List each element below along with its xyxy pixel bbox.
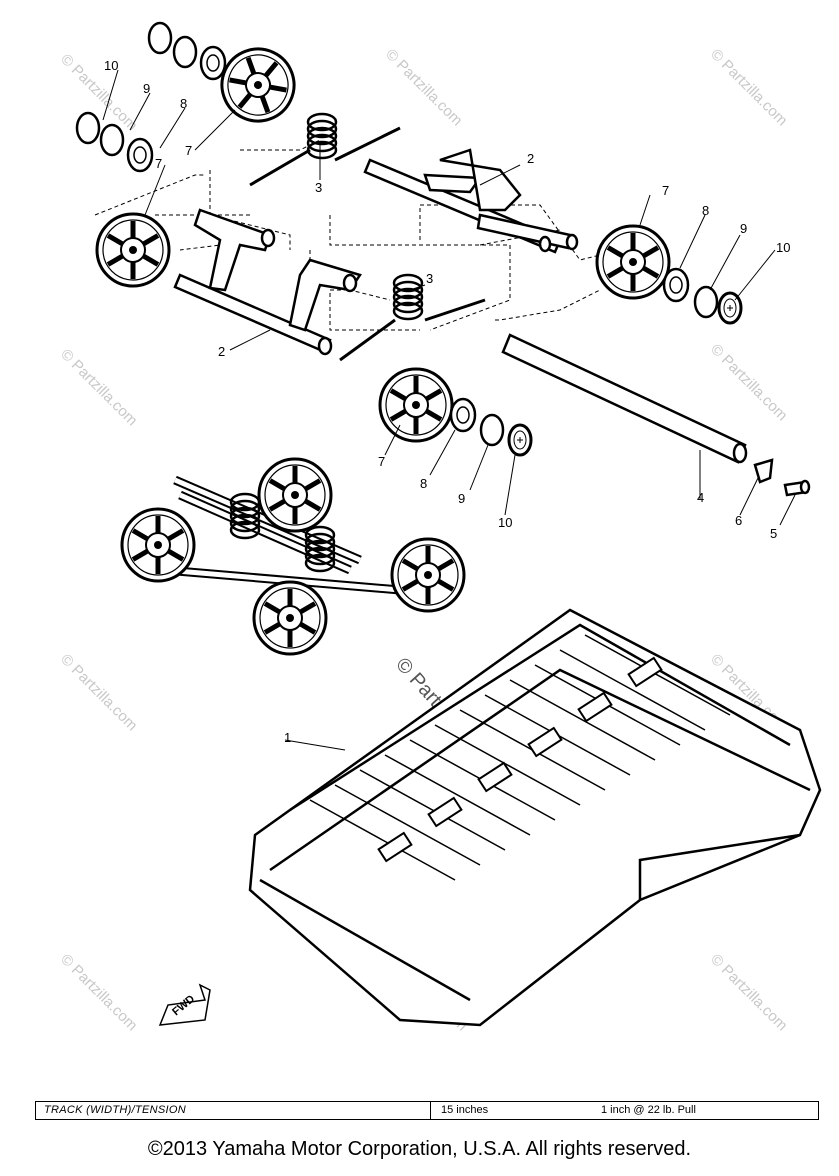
callout-4: 4 [697, 490, 704, 505]
shaft-assembly [501, 333, 811, 497]
callout-2: 2 [527, 151, 534, 166]
suspension-arm-upper [363, 148, 579, 254]
watermark: © Partzilla.com [707, 951, 790, 1034]
callout-5: 5 [770, 526, 777, 541]
spec-width: 15 inches [441, 1104, 489, 1116]
callout-1: 1 [284, 730, 291, 745]
callout-6: 6 [735, 513, 742, 528]
watermark: © Partzilla.com [707, 341, 790, 424]
callout-9: 9 [740, 221, 747, 236]
spec-label: TRACK (WIDTH)/TENSION [36, 1102, 431, 1119]
track [248, 608, 822, 1027]
fwd-arrow-icon: FWD [158, 983, 211, 1026]
springs [249, 112, 486, 362]
callout-numbers: 10 9 8 7 7 3 2 7 8 9 10 3 2 7 8 9 10 4 6… [104, 58, 790, 745]
callout-2: 2 [218, 344, 225, 359]
callout-10: 10 [776, 240, 790, 255]
exploded-parts-diagram: © Partzilla.com © Partzilla.com © Partzi… [57, 21, 822, 1034]
assembly-guide-lines [94, 139, 601, 331]
copyright-notice: ©2013 Yamaha Motor Corporation, U.S.A. A… [147, 1138, 692, 1160]
callout-8: 8 [420, 476, 427, 491]
watermark: © Partzilla.com [57, 951, 140, 1034]
callout-3: 3 [315, 180, 322, 195]
assembled-suspension [122, 459, 464, 654]
callout-9: 9 [143, 81, 150, 96]
track-spec-table: TRACK (WIDTH)/TENSION 15 inches 1 inch @… [35, 1101, 819, 1120]
callout-10: 10 [104, 58, 118, 73]
leader-lines [102, 69, 796, 751]
watermark: © Partzilla.com [382, 46, 465, 129]
callout-8: 8 [180, 96, 187, 111]
spec-tension: 1 inch @ 22 lb. Pull [601, 1104, 696, 1116]
callout-7: 7 [378, 454, 385, 469]
suspension-arm-lower [173, 208, 362, 356]
callout-7: 7 [155, 156, 162, 171]
callout-7: 7 [185, 143, 192, 158]
middle-wheel-group [380, 369, 533, 457]
watermark: © Partzilla.com [57, 346, 140, 429]
watermark: © Partzilla.com [57, 651, 140, 734]
callout-3: 3 [426, 271, 433, 286]
callout-9: 9 [458, 491, 465, 506]
callout-7: 7 [662, 183, 669, 198]
watermark: © Partzilla.com [707, 46, 790, 129]
callout-10: 10 [498, 515, 512, 530]
right-wheel-group [597, 226, 743, 325]
callout-8: 8 [702, 203, 709, 218]
